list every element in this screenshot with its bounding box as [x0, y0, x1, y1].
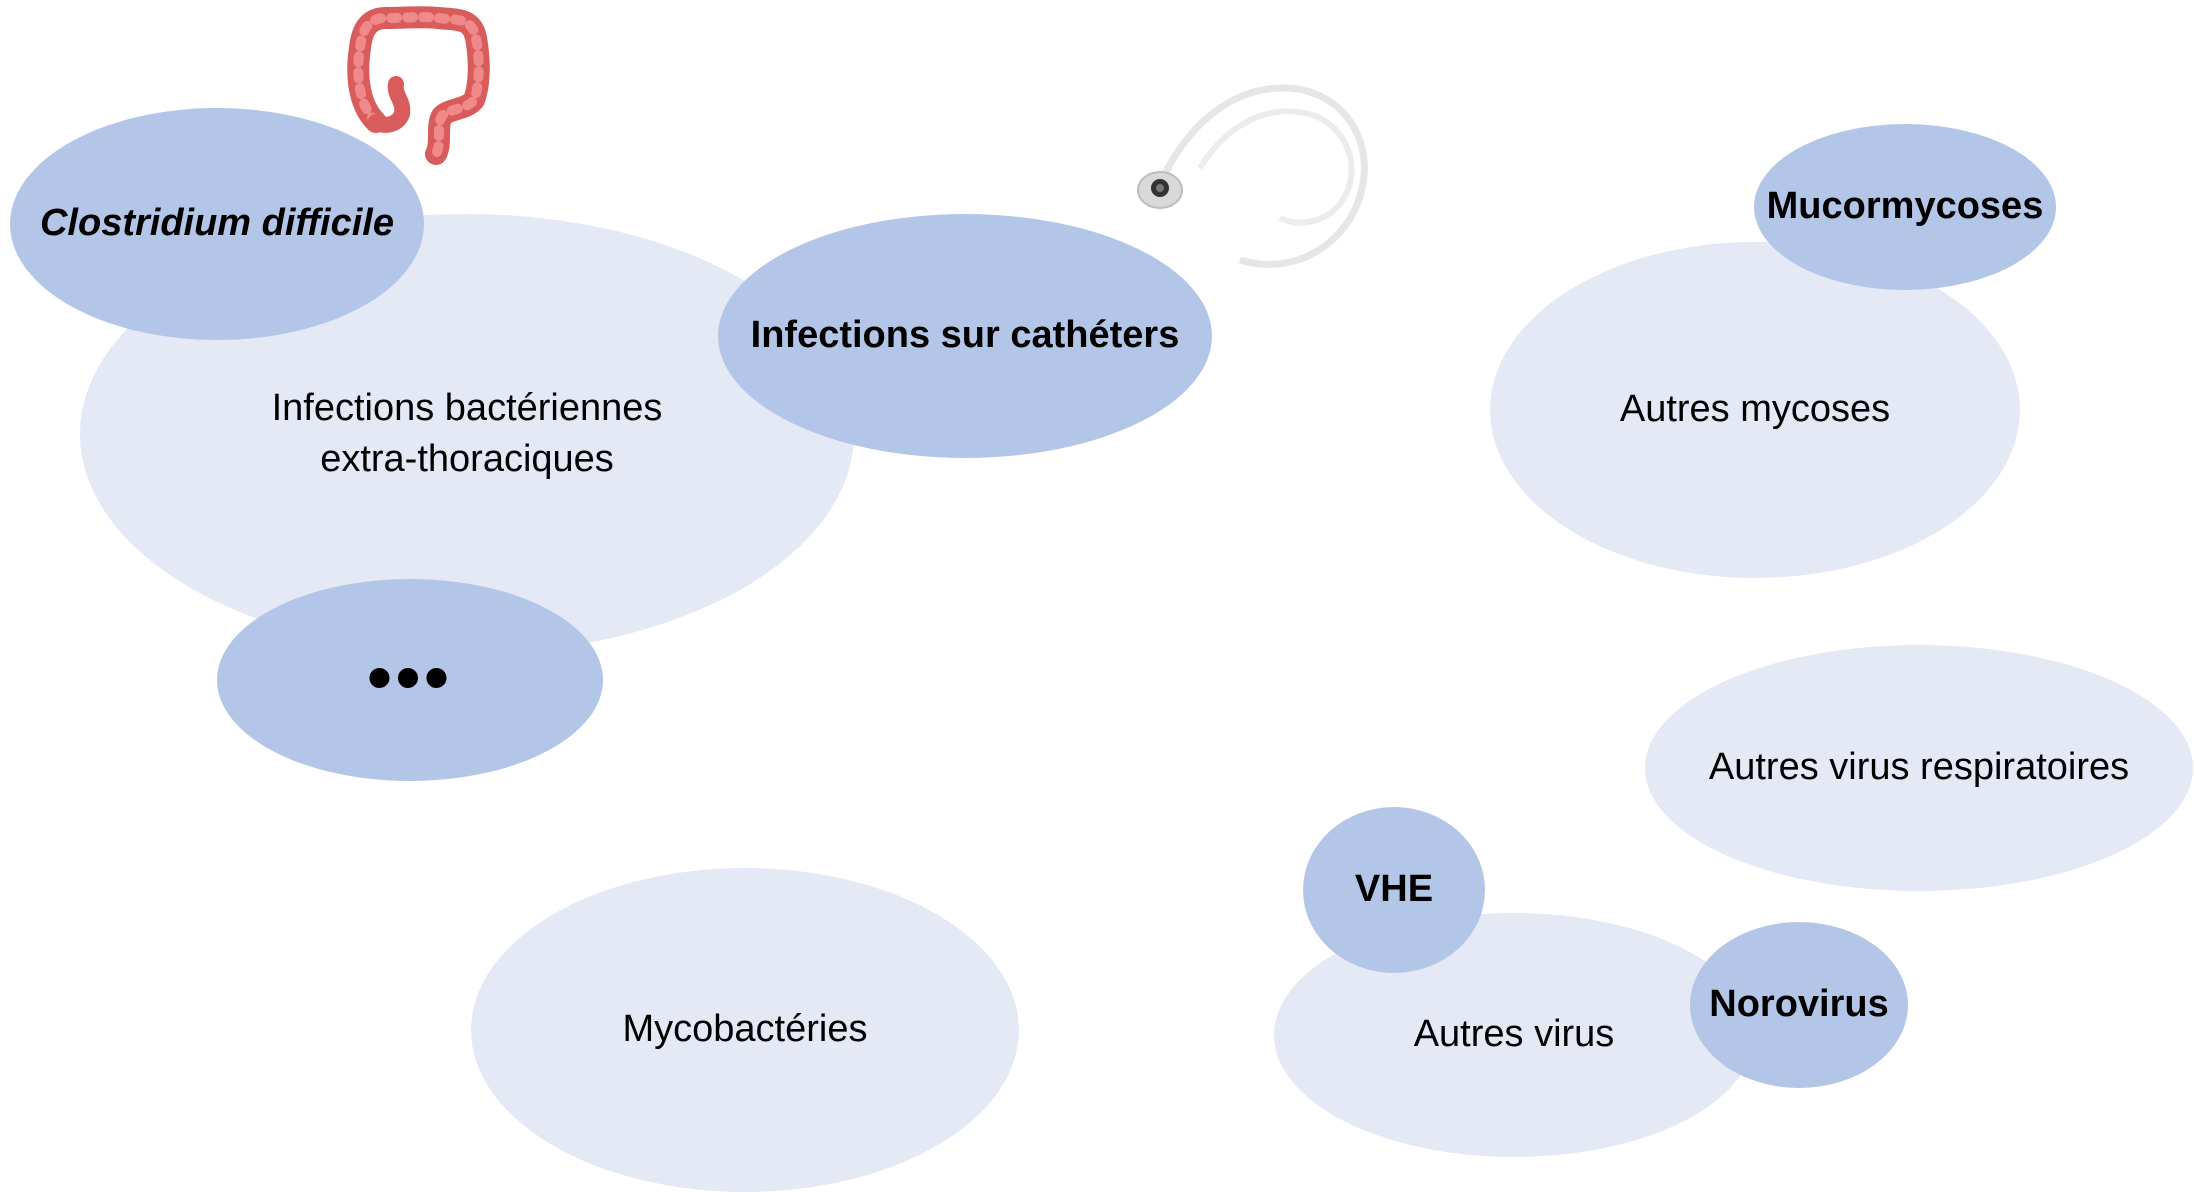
node-autres-mycoses: Autres mycoses	[1490, 242, 2020, 578]
node-infections-bacteriennes-label: Infections bactériennes extra-thoracique…	[271, 386, 663, 480]
node-mucormycoses-label: Mucormycoses	[1766, 185, 2044, 228]
node-norovirus: Norovirus	[1690, 922, 1908, 1088]
node-autres-virus-label: Autres virus	[1413, 1013, 1615, 1056]
node-mycobacteries-label: Mycobactéries	[622, 1008, 868, 1051]
node-ellipsis-label: •••	[367, 638, 453, 716]
colon-icon	[347, 6, 490, 165]
node-vhe-label: VHE	[1354, 868, 1434, 911]
node-norovirus-label: Norovirus	[1709, 983, 1889, 1026]
catheter-icon	[1137, 84, 1368, 268]
node-autres-virus-respiratoires: Autres virus respiratoires	[1645, 645, 2193, 891]
node-mycobacteries: Mycobactéries	[471, 868, 1019, 1192]
node-autres-mycoses-label: Autres mycoses	[1619, 388, 1891, 431]
node-ellipsis: •••	[217, 579, 603, 781]
node-mucormycoses: Mucormycoses	[1754, 124, 2056, 290]
node-infections-catheters-label: Infections sur cathéters	[750, 314, 1180, 357]
node-autres-virus-respiratoires-label: Autres virus respiratoires	[1708, 746, 2130, 789]
node-vhe: VHE	[1303, 807, 1485, 973]
node-clostridium-difficile: Clostridium difficile	[10, 108, 424, 340]
node-infections-catheters: Infections sur cathéters	[718, 214, 1212, 458]
node-clostridium-difficile-label: Clostridium difficile	[39, 202, 394, 245]
